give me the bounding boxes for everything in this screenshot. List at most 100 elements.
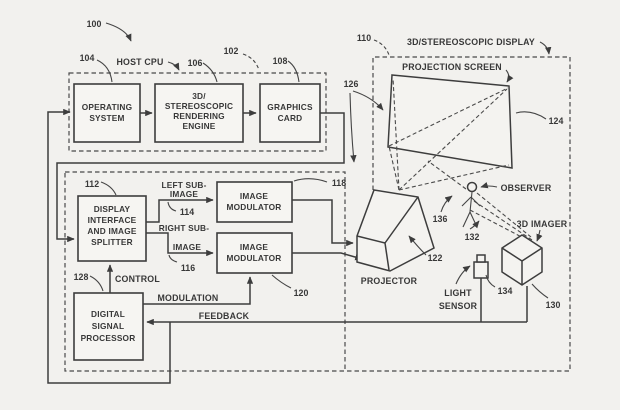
- dsp-label-line2: SIGNAL: [92, 321, 125, 331]
- imager-label: 3D IMAGER: [517, 219, 568, 229]
- leader-136: [440, 195, 453, 213]
- wire-card-to-splitter: [56, 112, 345, 243]
- modbot-label-line1: IMAGE: [240, 242, 268, 252]
- light-sensor-shape: [473, 254, 489, 279]
- modtop-label-line2: MODULATOR: [227, 202, 282, 212]
- modulation-label: MODULATION: [158, 293, 219, 303]
- modtop-label-line1: IMAGE: [240, 191, 268, 201]
- leader-110: [373, 39, 390, 56]
- wire-modulation: [143, 276, 254, 305]
- leader-118: [293, 178, 328, 183]
- splitter-label-line3: AND IMAGE: [87, 226, 137, 236]
- leader-106: [202, 62, 218, 83]
- ref-104: 104: [80, 53, 95, 63]
- leader-132: [469, 220, 480, 230]
- observer-sight-lines: [427, 160, 534, 244]
- engine-label-line1: 3D/: [192, 91, 206, 101]
- wire-modbot-to-projector: [292, 252, 363, 261]
- leader-imager: [536, 229, 543, 242]
- left-sub-line1: LEFT SUB-: [161, 180, 206, 190]
- left-sub-line2: IMAGE: [170, 189, 198, 199]
- splitter-label-line2: INTERFACE: [88, 215, 137, 225]
- leader-host-cpu: [167, 61, 180, 71]
- leader-102: [242, 53, 260, 71]
- leader-116: [168, 254, 178, 263]
- annotations: 100 HOST CPU 102 104 106 108 110 3D/STER…: [74, 19, 568, 321]
- leader-134: [485, 274, 496, 288]
- leader-observer: [480, 182, 498, 189]
- leader-126-screen: [352, 90, 384, 111]
- ref-136: 136: [433, 214, 448, 224]
- wire-right-subimage: [146, 232, 214, 257]
- ref-126: 126: [344, 79, 359, 89]
- wire-feedback-loop-to-os: [47, 108, 171, 384]
- os-label-line1: OPERATING: [82, 102, 133, 112]
- leader-122: [408, 235, 427, 256]
- dsp-label-line1: DIGITAL: [91, 309, 125, 319]
- ref-116: 116: [181, 263, 195, 273]
- ref-108: 108: [273, 56, 288, 66]
- leader-112: [100, 181, 117, 196]
- wire-left-subimage: [146, 196, 214, 223]
- leader-120: [271, 274, 292, 289]
- sensor-label-line2: SENSOR: [439, 301, 478, 311]
- lower-section-dashed-box: [64, 171, 346, 372]
- ref-120: 120: [294, 288, 309, 298]
- right-sub-line1: RIGHT SUB-: [159, 223, 209, 233]
- card-label-line1: GRAPHICS: [267, 102, 313, 112]
- screen-label: PROJECTION SCREEN: [402, 62, 502, 72]
- leader-100: [105, 22, 132, 42]
- leader-light-sensor: [455, 265, 471, 285]
- wire-modtop-to-projector: [292, 199, 354, 247]
- ref-102: 102: [224, 46, 239, 56]
- splitter-label-line1: DISPLAY: [94, 204, 131, 214]
- leader-104: [96, 59, 113, 83]
- leaders: [89, 22, 552, 299]
- right-sub-line2: IMAGE: [173, 242, 201, 252]
- box-image-modulator-bottom: IMAGE MODULATOR: [216, 232, 293, 274]
- box-digital-signal-processor: DIGITAL SIGNAL PROCESSOR: [73, 292, 144, 361]
- leader-114: [167, 201, 177, 212]
- box-image-modulator-top: IMAGE MODULATOR: [216, 181, 293, 223]
- projector-shape: [356, 189, 435, 272]
- leader-124: [515, 111, 547, 120]
- ref-114: 114: [180, 207, 194, 217]
- ref-122: 122: [428, 253, 443, 263]
- ref-134: 134: [498, 286, 513, 296]
- control-label: CONTROL: [115, 274, 160, 284]
- box-graphics-card: GRAPHICS CARD: [259, 83, 321, 143]
- wires: [47, 108, 528, 384]
- dsp-label-line3: PROCESSOR: [81, 333, 136, 343]
- engine-label-line2: STEREOSCOPIC: [165, 101, 233, 111]
- display-label: 3D/STEREOSCOPIC DISPLAY: [407, 37, 535, 47]
- leader-screen-label: [505, 69, 514, 83]
- projection-light-rays: [388, 77, 510, 191]
- os-label-line2: SYSTEM: [89, 113, 124, 123]
- display-dashed-box: [345, 56, 571, 372]
- host-cpu-label: HOST CPU: [116, 57, 163, 67]
- sensor-label-line1: LIGHT: [444, 288, 472, 298]
- projection-screen: [387, 74, 513, 169]
- ref-124: 124: [549, 116, 564, 126]
- ref-106: 106: [188, 58, 203, 68]
- leader-display-label: [539, 41, 552, 55]
- ref-100: 100: [87, 19, 102, 29]
- box-rendering-engine: 3D/ STEREOSCOPIC RENDERING ENGINE: [154, 83, 244, 143]
- leader-126-down: [349, 92, 357, 163]
- leader-108: [287, 60, 300, 83]
- projector-label: PROJECTOR: [361, 276, 418, 286]
- box-operating-system: OPERATING SYSTEM: [73, 83, 141, 143]
- ref-110: 110: [357, 33, 371, 43]
- ref-118: 118: [332, 178, 346, 188]
- leader-130: [531, 283, 549, 299]
- engine-label-line4: ENGINE: [182, 121, 215, 131]
- splitter-label-line4: SPLITTER: [91, 237, 133, 247]
- screen-diagonal: [388, 87, 509, 147]
- ref-128: 128: [74, 272, 89, 282]
- observer-figure: [461, 181, 481, 228]
- imager-cube: [501, 234, 543, 286]
- box-display-interface-splitter: DISPLAY INTERFACE AND IMAGE SPLITTER: [77, 195, 147, 262]
- ref-132: 132: [465, 232, 480, 242]
